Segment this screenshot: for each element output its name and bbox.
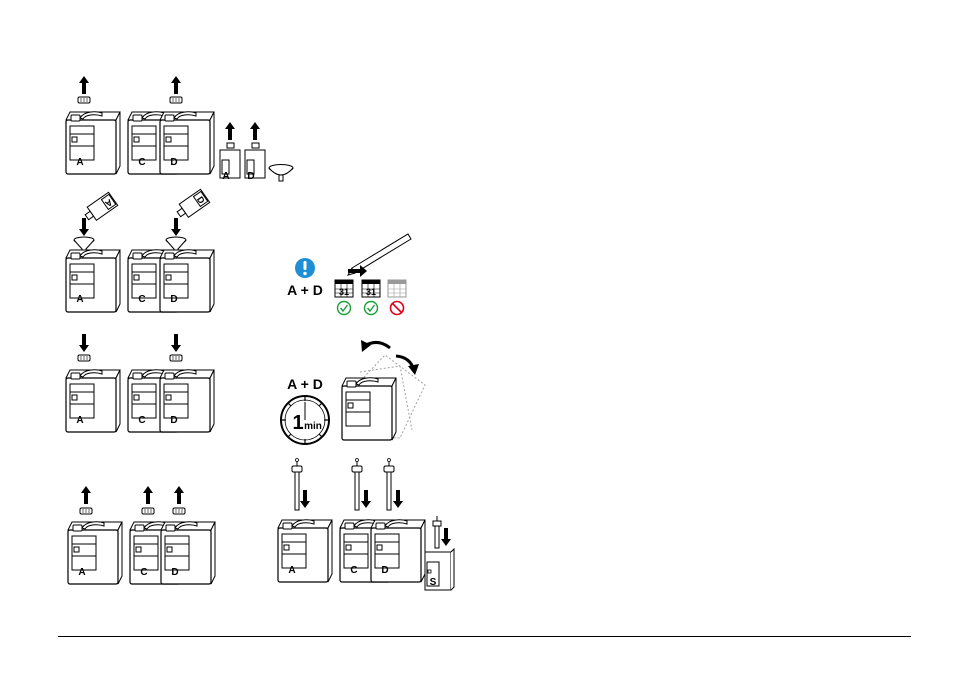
prohibited-icon (391, 302, 404, 315)
expiry-note: A + D 31 31 (287, 234, 411, 315)
footer-rule (58, 636, 911, 637)
info-icon (295, 258, 315, 278)
shake-step: A + D 1 min (281, 340, 425, 444)
calendar-icon-2: 31 (362, 280, 380, 297)
tank-label-a: A (76, 157, 83, 168)
pour-bottle-d-icon: D (174, 189, 209, 220)
tank-label-d-2: D (170, 294, 177, 305)
step4-remove-caps: A C D (68, 486, 215, 584)
tank-label-a-4: A (78, 567, 85, 578)
tank-label-c-2: C (138, 294, 145, 305)
check-icon-1 (338, 302, 351, 315)
small-bottle-d: D (245, 143, 265, 182)
small-bottle-a: A (220, 143, 240, 182)
small-bottle-label-s: S (430, 577, 437, 588)
small-bottle-label-d: D (247, 171, 254, 182)
step5-insert-tubes: A C D S (278, 459, 454, 591)
small-bottle-label-a: A (222, 171, 229, 182)
mix-label: A + D (287, 282, 323, 298)
calendar-day-1: 31 (339, 287, 349, 297)
timer-unit: min (304, 421, 322, 432)
pour-bottle-a-icon: A (82, 192, 117, 223)
tank-label-c-4: C (140, 567, 147, 578)
funnel-icon (269, 165, 293, 182)
small-bottle-s: S (425, 549, 454, 590)
tank-label-a-3: A (76, 415, 83, 426)
tank-label-d: D (170, 157, 177, 168)
rotate-ccw-arrow-icon (361, 340, 390, 352)
step1-remove-caps: A C D A D (66, 76, 293, 182)
check-icon-2 (365, 302, 378, 315)
tank-label-c-3: C (138, 415, 145, 426)
pencil-icon (348, 234, 411, 275)
step2-pour-reagents: A A D C D (66, 189, 214, 312)
tank-label-d-3: D (170, 415, 177, 426)
tank-label-d-5: D (381, 565, 388, 576)
calendar-icon-1: 31 (335, 280, 353, 297)
tank-label-c-5: C (350, 565, 357, 576)
calendar-icon-3 (388, 280, 406, 297)
tank-label-c: C (138, 157, 145, 168)
mix-label-2: A + D (287, 376, 323, 392)
step3-replace-caps: A C D (66, 334, 214, 432)
tank-label-a-2: A (76, 294, 83, 305)
tank-label-a-5: A (288, 565, 295, 576)
small-dipper-s (433, 516, 441, 548)
calendar-day-2: 31 (366, 287, 376, 297)
tank-label-d-4: D (171, 567, 178, 578)
timer-number: 1 (292, 412, 303, 434)
stopwatch-icon: 1 min (281, 396, 329, 444)
